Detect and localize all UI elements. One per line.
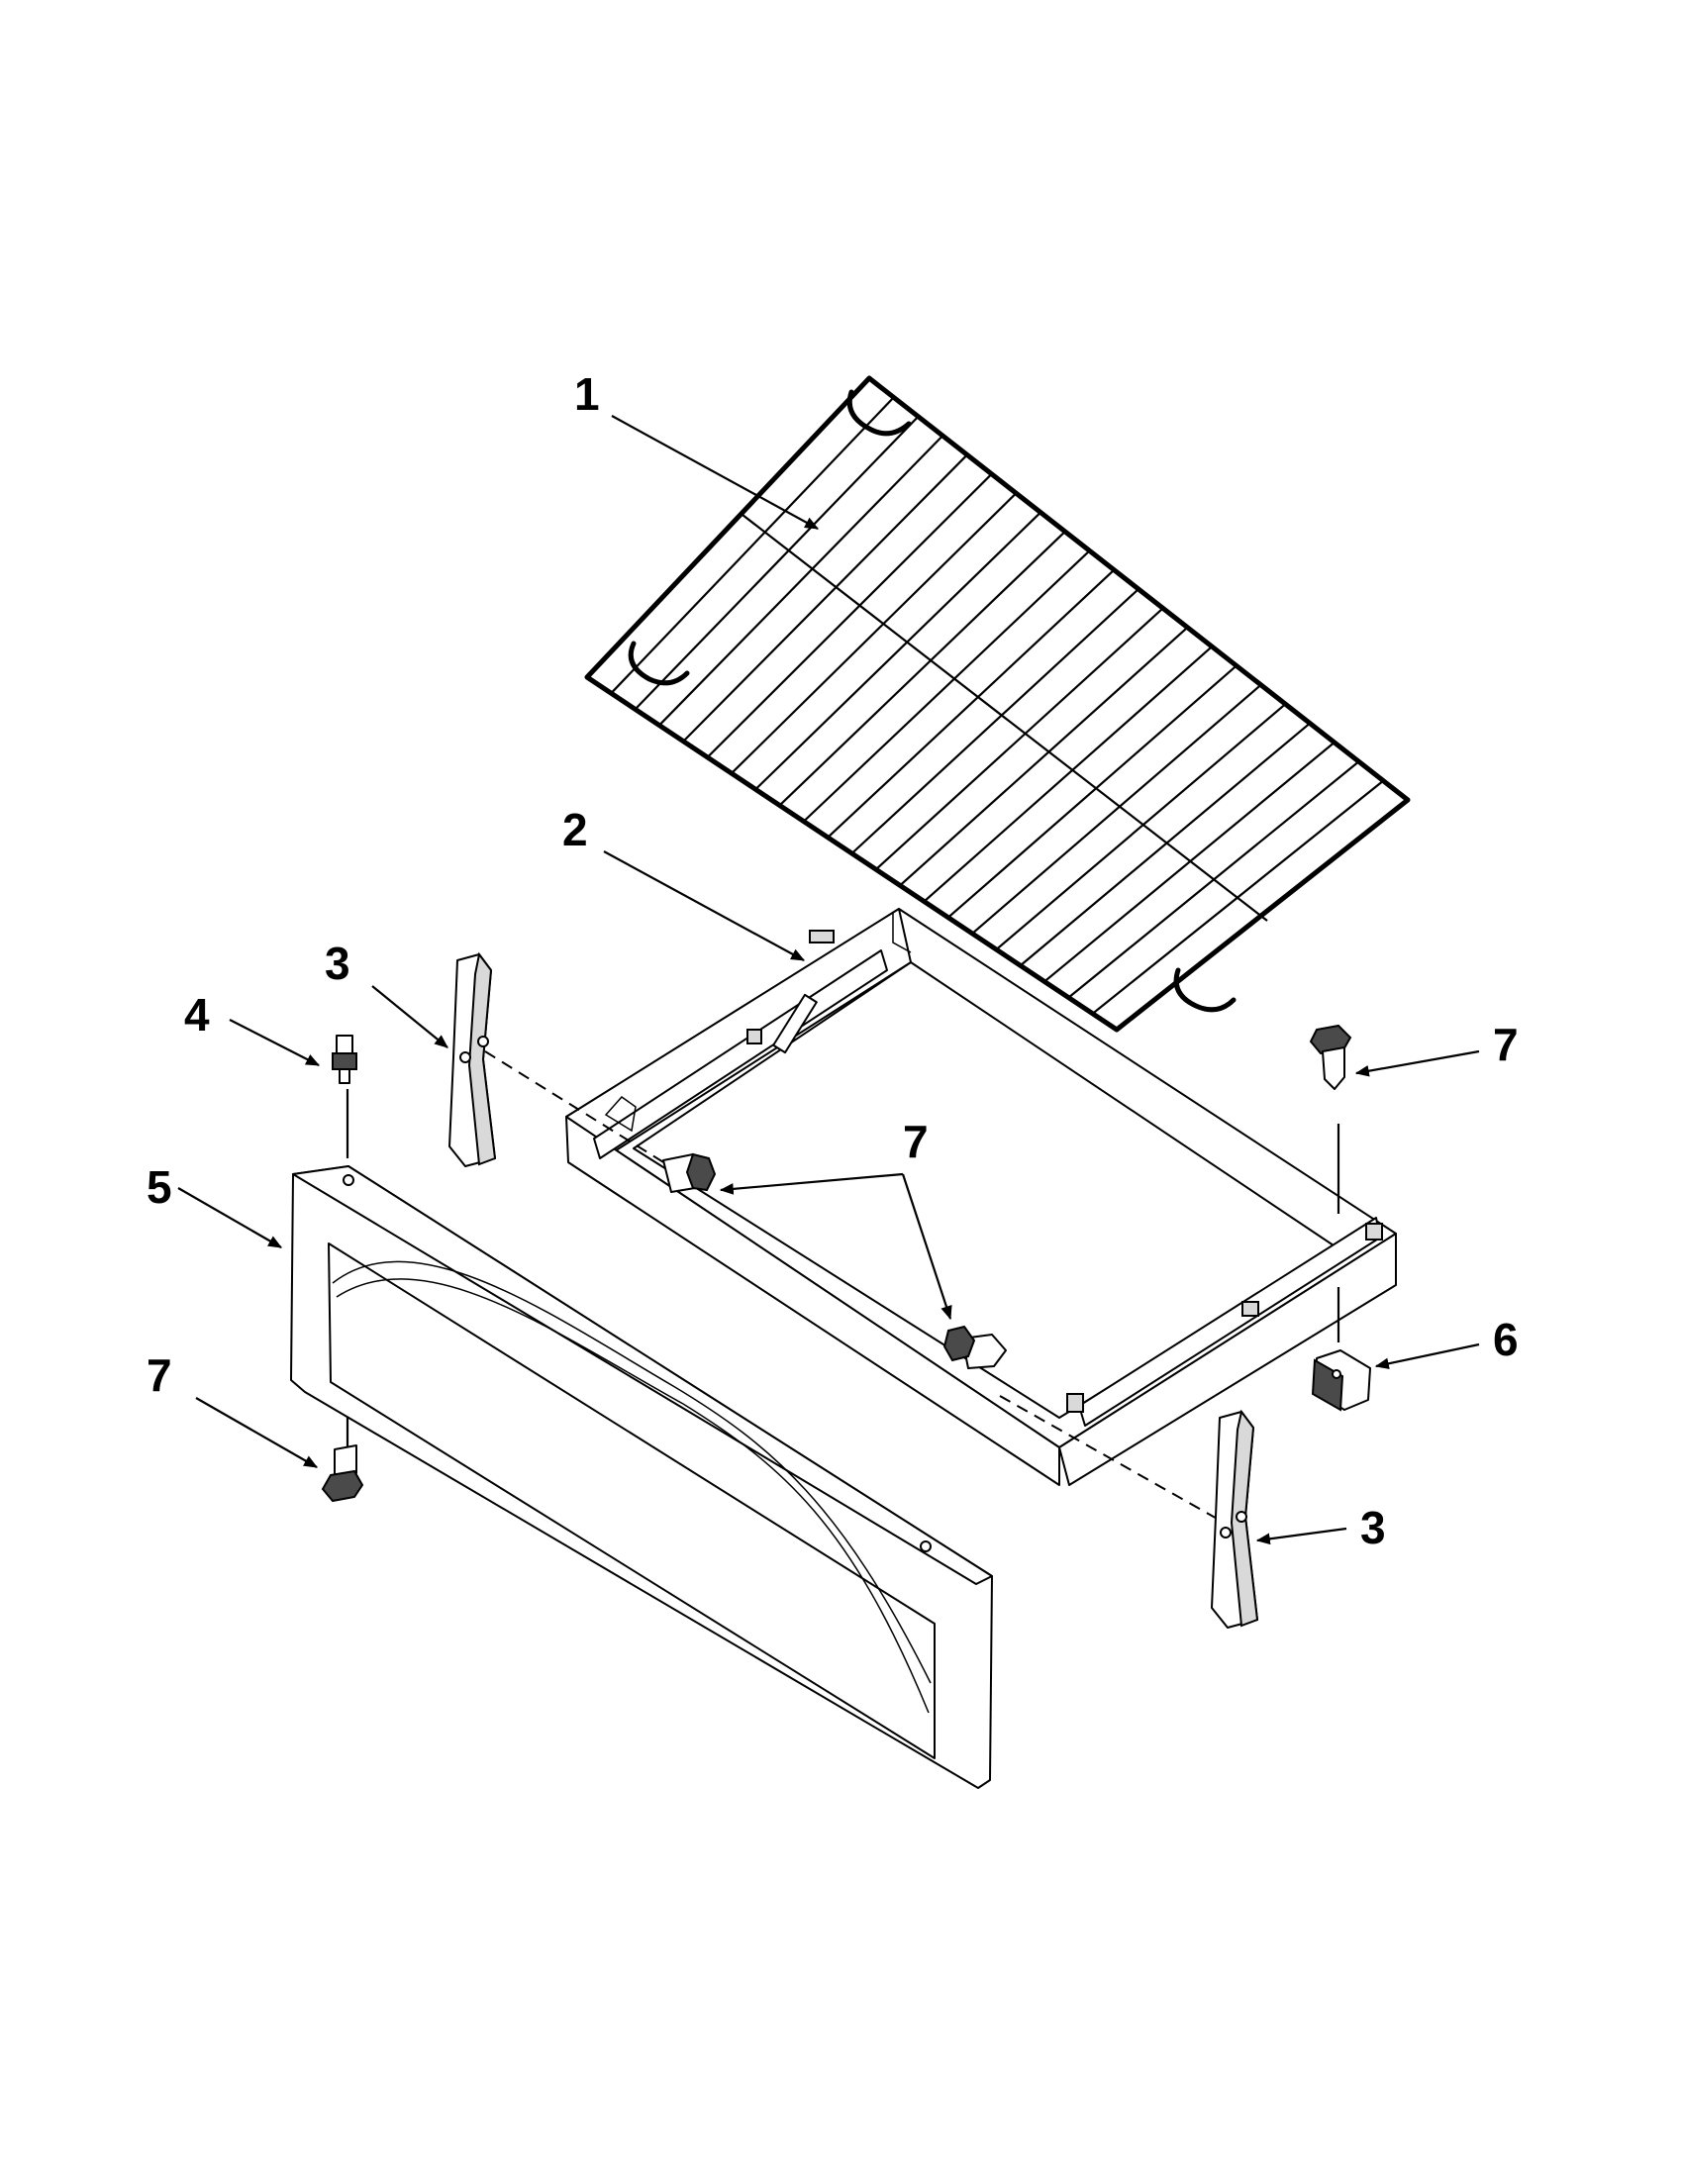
- clip-part[interactable]: [1311, 1349, 1371, 1412]
- panel-window: [328, 1242, 936, 1759]
- panel-hole: [343, 1174, 354, 1186]
- screw-thread: [1322, 1046, 1345, 1090]
- rack-wire: [971, 683, 1262, 935]
- rack-wire: [634, 415, 920, 711]
- callout-front-panel: 5: [147, 1161, 172, 1213]
- drawer-lip: [892, 913, 912, 953]
- rack-notch: [1173, 967, 1237, 1013]
- rack-divider: [742, 514, 1268, 922]
- leader-4: [229, 1019, 321, 1066]
- rack-wire: [875, 607, 1164, 870]
- rack-wire: [850, 588, 1139, 854]
- screw-head: [685, 1152, 717, 1192]
- screw-head: [942, 1325, 976, 1362]
- rack-wire: [754, 511, 1041, 791]
- drawer-tab: [809, 930, 835, 943]
- rack-wire: [731, 492, 1018, 774]
- rack-wire: [778, 531, 1066, 807]
- leader-7-top-right: [1354, 1049, 1480, 1077]
- drawer-edge: [567, 1161, 1045, 1476]
- glide-hole: [1220, 1527, 1232, 1539]
- glide-right-part[interactable]: [1211, 1409, 1259, 1629]
- screw-top-right-part[interactable]: [1309, 1024, 1352, 1090]
- callout-drawer: 2: [562, 804, 588, 855]
- rack-wire: [899, 626, 1189, 887]
- stud-head: [332, 1052, 357, 1070]
- rack-wire: [1020, 722, 1311, 967]
- leader-3-left: [371, 985, 448, 1048]
- panel-top-edge: [292, 1165, 993, 1585]
- glide-hole: [459, 1051, 471, 1063]
- front-panel-part[interactable]: [290, 1165, 993, 1789]
- callout-glide-left: 3: [325, 938, 350, 989]
- drawer-floor: [633, 961, 1337, 1419]
- leader-7-bottom: [195, 1397, 319, 1468]
- stud-part[interactable]: [332, 1035, 357, 1084]
- leader-7-inside-a: [719, 1172, 904, 1195]
- rack-wire: [803, 549, 1091, 823]
- drawer-lip: [604, 1095, 637, 1133]
- drawer-side-wall: [1058, 1233, 1397, 1486]
- rack-frame: [584, 375, 1411, 1033]
- leader-1: [611, 415, 820, 530]
- screw-head: [321, 1469, 364, 1503]
- drawer-tab: [746, 1029, 762, 1044]
- leader-7-inside-b: [901, 1173, 952, 1321]
- drawer-tab: [1066, 1393, 1084, 1413]
- panel-handle-curve: [336, 1278, 930, 1714]
- drawer-tab: [1365, 1223, 1383, 1241]
- callout-rack: 1: [574, 368, 600, 420]
- alignment-line: [484, 1050, 690, 1179]
- rack-wire: [1067, 760, 1360, 999]
- oven-rack[interactable]: [584, 375, 1411, 1033]
- drawer-body[interactable]: [565, 908, 1397, 1486]
- rack-wire: [995, 703, 1287, 950]
- drawer-front-wall: [565, 1116, 1060, 1486]
- leader-6: [1374, 1342, 1480, 1370]
- screw-inside-left-part[interactable]: [662, 1152, 717, 1193]
- rack-wire: [923, 645, 1213, 903]
- drawer-slot: [772, 993, 818, 1054]
- drawer-tab: [1241, 1301, 1259, 1317]
- callout-stud: 4: [184, 989, 210, 1041]
- screw-bottom-left-part[interactable]: [321, 1444, 364, 1503]
- rack-wire: [658, 435, 943, 727]
- callout-glide-right: 3: [1360, 1502, 1386, 1553]
- stud-tip: [339, 1068, 350, 1084]
- panel-hole: [920, 1540, 932, 1552]
- leader-3-right: [1255, 1527, 1347, 1545]
- leader-5: [177, 1187, 283, 1248]
- rack-wire: [682, 453, 968, 743]
- rack-notch: [846, 389, 912, 437]
- glide-face: [467, 951, 497, 1166]
- glide-left-part[interactable]: [448, 951, 497, 1167]
- panel-handle-curve: [332, 1260, 932, 1684]
- screw-inside-right-part[interactable]: [942, 1325, 1007, 1369]
- rack-wires: [610, 396, 1384, 1015]
- callout-screw-inside: 7: [903, 1116, 929, 1167]
- leader-arrows: [177, 415, 1480, 1545]
- glide-hole: [1236, 1511, 1247, 1523]
- rack-wire: [1043, 742, 1336, 983]
- callout-screw-top-right: 7: [1493, 1019, 1519, 1070]
- rack-notch: [628, 641, 690, 686]
- alignment-line: [999, 1395, 1229, 1526]
- rack-wire: [947, 664, 1238, 919]
- callout-clip: 6: [1493, 1314, 1519, 1365]
- rack-wire: [1091, 779, 1384, 1015]
- rack-wire: [610, 396, 895, 694]
- rack-wire: [827, 568, 1116, 839]
- callout-screw-bottom-left: 7: [147, 1349, 172, 1401]
- rack-wire: [706, 473, 993, 758]
- leader-2: [603, 850, 806, 961]
- clip-hole: [1332, 1369, 1341, 1379]
- glide-hole: [477, 1036, 489, 1047]
